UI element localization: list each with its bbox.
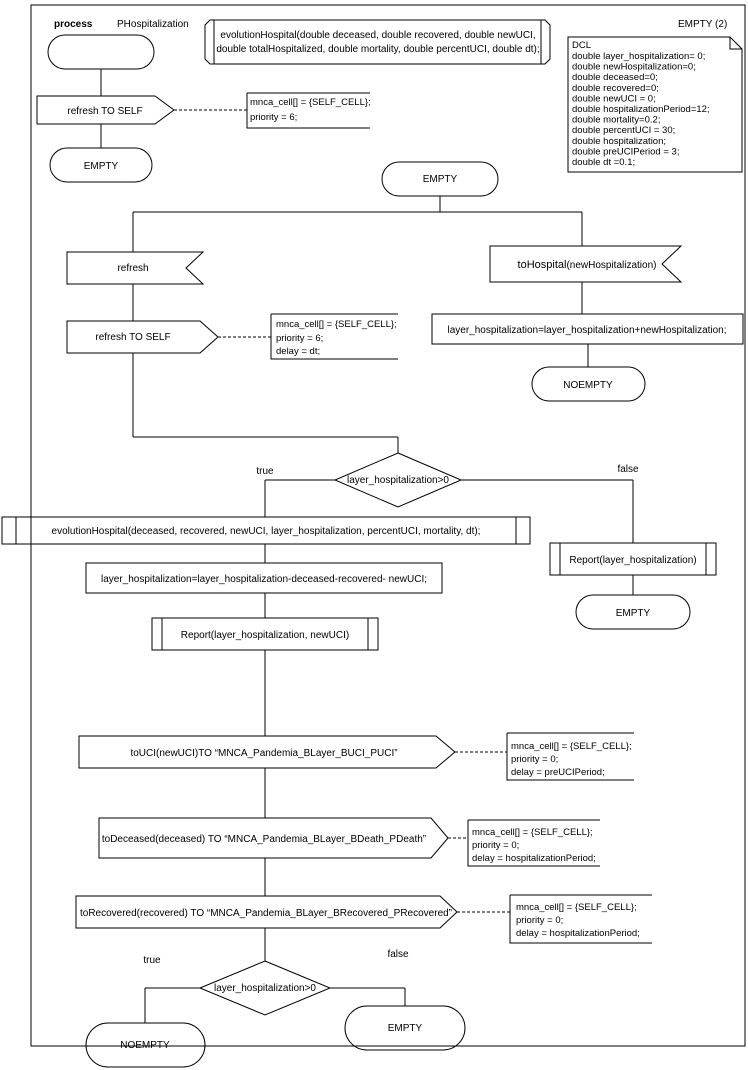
state-empty-label: EMPTY — [423, 174, 458, 185]
input-refresh — [66, 251, 205, 285]
call-report-false-label: Report(layer_hospitalization) — [569, 555, 696, 566]
start-output-label: refresh TO SELF — [67, 106, 142, 117]
start-symbol — [47, 34, 155, 70]
call-evolution-hospital — [1, 516, 531, 545]
comment-recovered-line1: mnca_cell[] = {SELF_CELL}; — [516, 902, 637, 913]
dcl-title: DCL — [572, 40, 591, 51]
dcl-line: double hospitalization; — [572, 136, 666, 147]
output-to-deceased-label: toDeceased(deceased) TO “MNCA_Pandemia_B… — [102, 834, 426, 845]
comment-uci-line1: mnca_cell[] = {SELF_CELL}; — [511, 741, 632, 752]
comment2-line3: delay = dt; — [276, 346, 320, 357]
comment2-line2: priority = 6; — [276, 333, 323, 344]
output-to-recovered-label: toRecovered(recovered) TO “MNCA_Pandemia… — [80, 908, 452, 919]
output-to-recovered — [75, 895, 458, 929]
state-empty-initial — [49, 147, 153, 183]
decision-2-false: false — [387, 949, 409, 960]
dcl-line: double hospitalizationPeriod=12; — [572, 104, 710, 115]
dcl-line: double newUCI = 0; — [572, 93, 656, 104]
dcl-line: double dt =0.1; — [572, 157, 635, 168]
decision-2-true: true — [143, 955, 161, 966]
state-empty — [381, 161, 499, 197]
procedure-signature-line1: evolutionHospital(double deceased, doubl… — [220, 30, 535, 41]
dcl-line: double recovered=0; — [572, 83, 659, 94]
decision-1-condition: layer_hospitalization>0 — [347, 475, 449, 486]
comment2-line1: mnca_cell[] = {SELF_CELL}; — [276, 319, 397, 330]
dcl-line: double layer_hospitalization= 0; — [572, 51, 705, 62]
page-label: EMPTY (2) — [678, 19, 727, 30]
start-output-refresh — [36, 95, 175, 125]
call-evolution-label: evolutionHospital(deceased, recovered, n… — [52, 526, 481, 537]
output-to-deceased — [98, 817, 449, 859]
state-empty-2 — [344, 1005, 466, 1051]
state-noempty-2-label: NOEMPTY — [120, 1040, 170, 1051]
tohospital-signal-name: toHospital — [518, 259, 567, 271]
decision-2 — [198, 960, 332, 1016]
dcl-box — [567, 36, 743, 173]
output-refresh-to-self — [66, 320, 219, 354]
state-noempty-1 — [531, 366, 646, 402]
state-empty-initial-label: EMPTY — [84, 161, 119, 172]
input-tohospital — [489, 245, 683, 283]
comment-deceased-line2: priority = 0; — [472, 840, 519, 851]
decision-1 — [333, 452, 463, 508]
comment1-line2: priority = 6; — [250, 112, 297, 123]
process-keyword: process — [54, 19, 93, 30]
dcl-line: double preUCIPeriod = 3; — [572, 146, 679, 157]
input-tohospital-label: toHospital(newHospitalization) — [518, 259, 657, 271]
call-report-uci-label: Report(layer_hospitalization, newUCI) — [181, 630, 349, 641]
comment-deceased-line3: delay = hospitalizationPeriod; — [472, 853, 596, 864]
state-empty-2-label: EMPTY — [388, 1023, 423, 1034]
output-to-uci-label: toUCI(newUCI)TO “MNCA_Pandemia_BLayer_BU… — [130, 748, 397, 759]
task-subtract — [85, 562, 443, 594]
page-frame — [30, 4, 746, 1047]
output-refresh-label: refresh TO SELF — [95, 332, 170, 343]
decision-1-true: true — [256, 466, 274, 477]
process-name: PHospitalization — [117, 19, 189, 30]
task-add-label: layer_hospitalization=layer_hospitalizat… — [447, 325, 726, 336]
comment-recovered-line2: priority = 0; — [516, 915, 563, 926]
dcl-line: double percentUCI = 30; — [572, 125, 675, 136]
comment1-line1: mnca_cell[] = {SELF_CELL}; — [250, 97, 371, 108]
dcl-line: double deceased=0; — [572, 72, 658, 83]
comment-recovered-line3: delay = hospitalizationPeriod; — [516, 928, 640, 939]
output-to-uci — [78, 735, 456, 769]
dcl-line: double newHospitalization=0; — [572, 62, 696, 73]
comment-uci-line2: priority = 0; — [511, 754, 558, 765]
comment-uci-line3: delay = preUCIPeriod; — [511, 767, 605, 778]
comment-deceased-line1: mnca_cell[] = {SELF_CELL}; — [472, 827, 593, 838]
dcl-lines: double layer_hospitalization= 0;double n… — [572, 51, 710, 168]
task-subtract-label: layer_hospitalization=layer_hospitalizat… — [101, 574, 427, 585]
decision-1-false: false — [617, 464, 639, 475]
state-noempty-1-label: NOEMPTY — [563, 380, 613, 391]
tohospital-params: (newHospitalization) — [566, 260, 656, 271]
input-refresh-label: refresh — [117, 263, 148, 274]
state-noempty-2 — [85, 1022, 206, 1068]
procedure-declaration-box — [204, 19, 551, 65]
decision-2-condition: layer_hospitalization>0 — [214, 983, 316, 994]
dcl-line: double mortality=0.2; — [572, 115, 660, 126]
procedure-signature-line2: double totalHospitalized, double mortali… — [216, 44, 539, 55]
state-empty-false — [575, 594, 691, 630]
state-empty-false-label: EMPTY — [616, 608, 651, 619]
